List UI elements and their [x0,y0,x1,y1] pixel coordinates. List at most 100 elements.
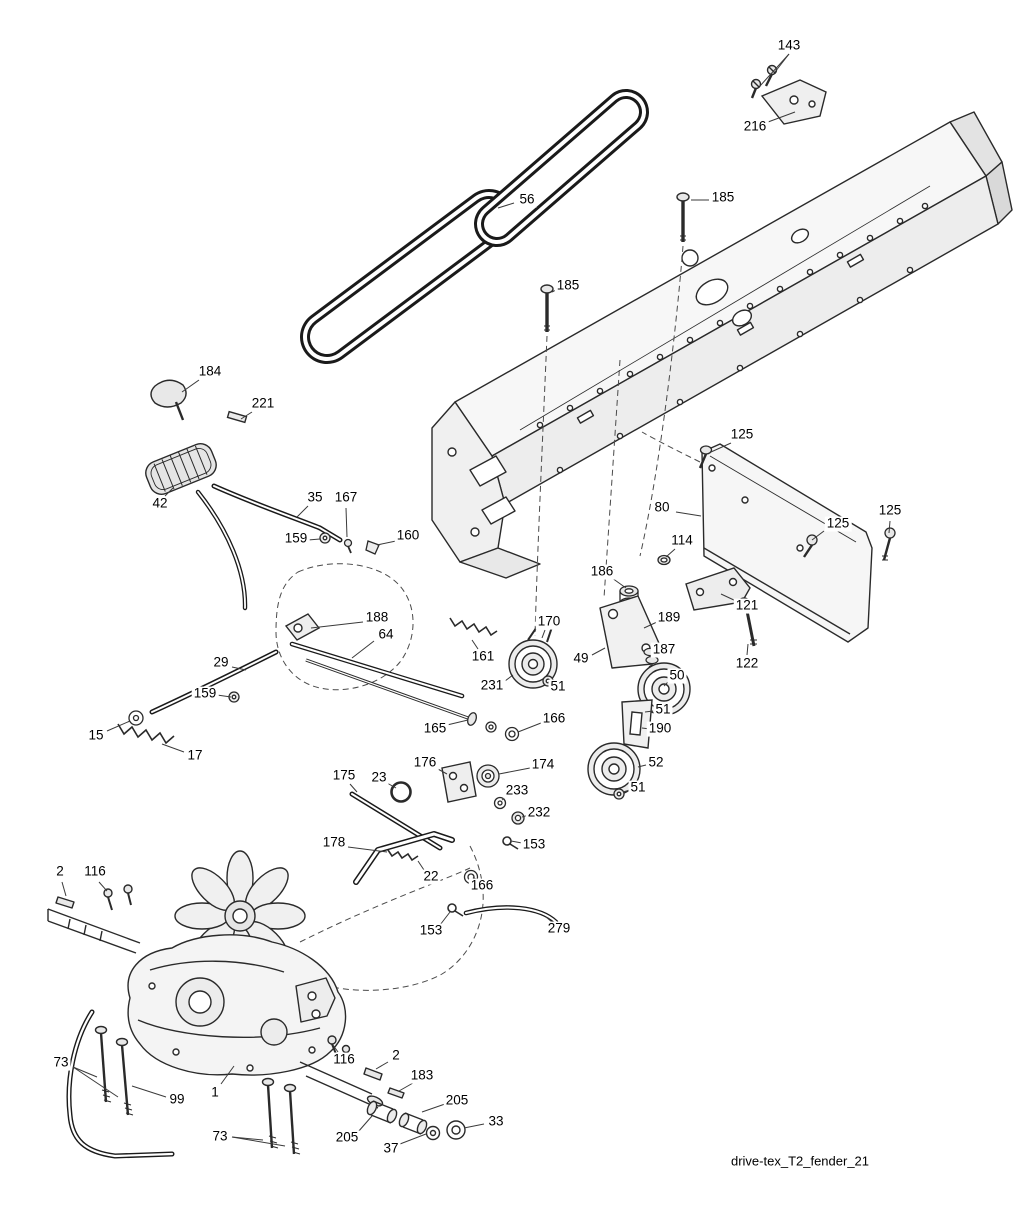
link-22 [353,831,455,885]
part-number-label: 1 [209,1084,221,1101]
part-number-label: 167 [332,489,360,506]
bracket-190 [621,699,653,749]
screw-185-mid [540,284,554,332]
pulley-52 [587,742,641,796]
part-number-label: 221 [249,395,277,412]
part-number-label: 231 [478,677,506,694]
part-number-label: 37 [381,1140,401,1157]
part-number-label: 35 [305,489,325,506]
part-number-label: 73 [51,1054,71,1071]
part-number-label: 22 [421,868,441,885]
pedal-pad-42 [145,443,217,495]
clamp-159-upper [319,532,331,544]
part-number-label: 121 [733,597,761,614]
part-number-label: 2 [390,1047,402,1064]
part-number-label: 17 [185,747,205,764]
part-number-label: 166 [540,710,568,727]
part-number-label: 205 [333,1129,361,1146]
part-number-label: 51 [548,678,568,695]
part-number-label: 52 [646,754,666,771]
rod-279 [463,905,559,925]
bracket-188 [284,613,321,641]
part-number-label: 125 [876,502,904,519]
part-number-label: 185 [554,277,582,294]
washer-33 [446,1120,466,1140]
part-number-label: 56 [517,191,537,208]
part-number-label: 153 [417,922,445,939]
figure-name: drive-tex_T2_fender_21 [730,1153,870,1169]
part-number-label: 125 [824,515,852,532]
part-number-label: 33 [486,1113,506,1130]
part-number-label: 49 [571,650,591,667]
part-number-label: 178 [320,834,348,851]
screws-143 [750,64,778,99]
part-number-label: 23 [369,769,389,786]
part-number-label: 116 [82,863,108,880]
bracket-216 [760,79,827,125]
part-number-label: 187 [650,641,678,658]
bolts-116-left [103,884,133,911]
shaft-165 [305,658,478,726]
part-number-label: 99 [167,1091,187,1108]
transaxle [47,850,466,1159]
part-number-label: 116 [331,1051,357,1068]
clip-221 [226,410,248,424]
part-number-label: 80 [652,499,672,516]
part-number-label: 122 [733,655,761,672]
part-number-label: 166 [468,877,496,894]
bolts-73 [94,1025,301,1155]
clip-160 [365,540,380,555]
part-number-label: 50 [667,667,687,684]
frame [431,111,1013,579]
part-number-label: 205 [443,1092,471,1109]
key-2-left [55,896,75,909]
bolt-167 [343,538,353,554]
part-number-label: 170 [535,613,563,630]
part-number-label: 64 [376,626,396,643]
part-number-label: 188 [363,609,391,626]
bracket-176 [441,761,477,803]
transaxle-housing [127,934,347,1076]
part-number-label: 159 [282,530,310,547]
part-number-label: 153 [520,836,548,853]
part-number-label: 51 [628,779,648,796]
part-number-label: 2 [54,863,66,880]
clip-153-lower [447,903,464,917]
part-number-label: 190 [646,720,674,737]
pedal-shaft-35 [195,483,343,611]
part-number-label: 185 [709,189,737,206]
part-number-label: 216 [741,118,769,135]
part-number-label: 279 [545,920,573,937]
nut-114 [657,554,671,566]
washer-37 [425,1125,441,1141]
rod-29 [149,649,279,715]
spring-178 [387,849,419,862]
brake-bracket [295,977,336,1023]
bolts-116-right [327,1035,351,1055]
part-number-label: 42 [150,495,170,512]
nut-232 [511,811,525,825]
part-number-label: 143 [775,37,803,54]
washer-166-upper [485,721,520,742]
part-number-label: 73 [210,1128,230,1145]
part-number-label: 174 [529,756,557,773]
rod-99 [66,1009,175,1159]
leader-lines [61,53,891,1147]
part-number-label: 114 [669,532,695,549]
spacer-233 [493,796,507,810]
part-number-label: 159 [191,685,219,702]
rod-64 [289,641,465,699]
pedal-cap-184 [150,379,187,421]
part-number-label: 160 [394,527,422,544]
pulley-174 [476,764,500,788]
washer-15 [128,710,144,726]
part-number-label: 165 [421,720,449,737]
part-number-label: 161 [469,648,497,665]
part-number-label: 233 [503,782,531,799]
part-number-label: 29 [211,654,231,671]
spring-161 [449,617,498,637]
key-2-right [363,1067,383,1081]
part-number-label: 232 [525,804,553,821]
